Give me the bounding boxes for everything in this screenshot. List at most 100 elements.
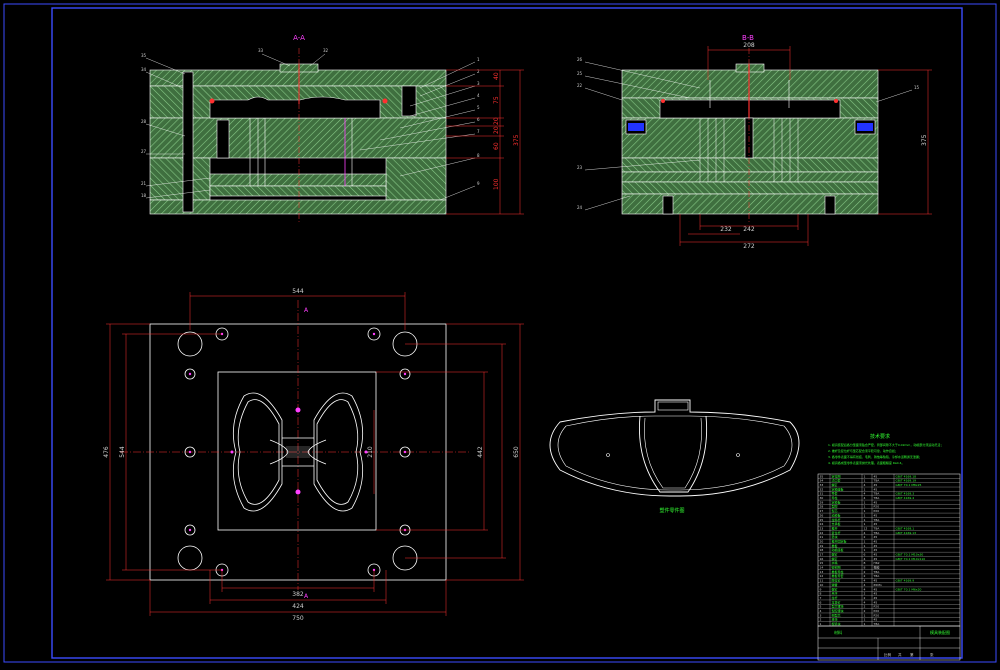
bom-cell: 垫块 xyxy=(832,534,838,539)
bom-cell: 45 xyxy=(874,548,878,552)
bom-cell: 6 xyxy=(864,553,866,557)
dim-bb-208: 208 xyxy=(743,42,755,49)
part-view: 塑件零件图 xyxy=(549,399,800,514)
bom-cell: 限位钉 xyxy=(832,578,841,583)
bom-cell: 8 xyxy=(864,566,866,570)
bom-cell: 23 xyxy=(820,526,824,530)
section-aa-title: A-A xyxy=(293,34,305,42)
bom-cell: 定位圈 xyxy=(832,473,841,478)
bom-cell: 螺钉 xyxy=(832,556,838,561)
part-outline xyxy=(549,399,800,497)
bom-cell: 25 xyxy=(820,518,824,522)
bom-cell: P20 xyxy=(874,613,880,617)
bom-cell: 2 xyxy=(864,609,866,613)
tech-req-line-2: 2. 推杆及复位杆与型芯配合须平稳可靠，动作自如； xyxy=(828,448,898,453)
svg-text:2: 2 xyxy=(477,69,480,74)
svg-text:21: 21 xyxy=(141,181,147,186)
title-block-scale: 比例 xyxy=(884,652,892,657)
bom-cell: 1 xyxy=(864,544,866,548)
bom-cell: 22 xyxy=(820,531,824,535)
title-block: 材料 模具装配图 比例 共 第 张 xyxy=(817,625,961,661)
bom-cell: 31 xyxy=(820,492,824,496)
bom-cell: GB/T 4169.13 xyxy=(896,531,917,535)
section-mark-bottom: A xyxy=(304,593,309,600)
bom-cell: 1 xyxy=(864,513,866,517)
bom-cell: 8 xyxy=(820,592,822,596)
title-block-sheet: 第 xyxy=(910,652,914,657)
svg-text:25: 25 xyxy=(577,71,583,76)
bom-cell: 2 xyxy=(864,574,866,578)
bom-cell: 1 xyxy=(864,613,866,617)
bom-cell: 型腔 xyxy=(832,504,838,509)
bom-cell: 45 xyxy=(874,587,878,591)
dim-plan-210: 210 xyxy=(367,446,374,458)
bom-cell: 1 xyxy=(864,474,866,478)
bom-cell: 推板 xyxy=(832,543,838,548)
bom-cell: 4 xyxy=(820,609,822,613)
bom-cell: T8A xyxy=(873,622,881,626)
svg-text:9: 9 xyxy=(477,181,480,186)
svg-text:32: 32 xyxy=(323,48,329,53)
bom-cell: 1 xyxy=(864,479,866,483)
bom-cell: 12 xyxy=(864,526,868,530)
svg-text:26: 26 xyxy=(577,57,583,62)
dim-plan-424: 424 xyxy=(292,603,304,610)
dim-plan-650: 650 xyxy=(513,446,520,458)
bom-cell: 1 xyxy=(864,539,866,543)
bom-cell: T8A xyxy=(873,574,881,578)
bom-cell: 1 xyxy=(864,522,866,526)
bom-cell: GB/T 4169.4 xyxy=(896,496,915,500)
svg-text:5: 5 xyxy=(477,105,480,110)
svg-text:24: 24 xyxy=(577,205,583,210)
svg-text:3: 3 xyxy=(477,81,480,86)
plan-view: 544 476 544 442 650 210 382 424 750 A A xyxy=(103,288,524,622)
bom-cell: 45 xyxy=(874,553,878,557)
bom-cell: 定模板 xyxy=(832,499,841,504)
dim-aa-100: 100 xyxy=(493,178,500,190)
bom-cell: 24 xyxy=(820,522,824,526)
bom-cell: 橡胶 xyxy=(874,565,880,570)
bom-cell: 6 xyxy=(820,600,822,604)
bom-cell: T8A xyxy=(873,531,881,535)
bom-cell: 18 xyxy=(820,548,824,552)
dim-plan-442: 442 xyxy=(477,446,484,458)
bom-cell: 4 xyxy=(864,583,866,587)
bom-cell: 4 xyxy=(864,579,866,583)
bom-cell: 12 xyxy=(820,574,824,578)
bom-cell: 45 xyxy=(874,483,878,487)
bom-cell: 30 xyxy=(820,496,824,500)
bom-cell: 垃圾钉 xyxy=(832,599,841,604)
bom-cell: P20 xyxy=(874,509,880,513)
svg-text:15: 15 xyxy=(914,85,920,90)
bom-cell: 2 xyxy=(864,570,866,574)
bom-cell: GB/T 70.1 M6x20 xyxy=(896,587,922,591)
bom-cell: 21 xyxy=(820,535,824,539)
bom-cell: 1 xyxy=(864,505,866,509)
dim-bb-375: 375 xyxy=(921,134,928,146)
bom-cell: 4 xyxy=(864,587,866,591)
dim-plan-476: 476 xyxy=(103,446,110,458)
svg-text:28: 28 xyxy=(141,119,147,124)
bom-cell: P20 xyxy=(874,609,880,613)
section-aa-view: A-A xyxy=(141,34,524,222)
bom-cell: GB/T 4169.3 xyxy=(896,492,915,496)
svg-text:8: 8 xyxy=(477,153,480,158)
dim-aa-60: 60 xyxy=(493,142,500,150)
bom-cell: 1 xyxy=(864,487,866,491)
bom-cell: 45 xyxy=(874,500,878,504)
plan-cavity-insert xyxy=(217,371,377,531)
bom-cell: 45 xyxy=(874,522,878,526)
bom-cell: 11 xyxy=(820,579,824,583)
bom-cell: 定模座板 xyxy=(832,486,844,491)
bom-cell: 32 xyxy=(820,487,824,491)
bom-cell: 29 xyxy=(820,500,824,504)
bom-cell: 27 xyxy=(820,509,824,513)
bom-cell: 支承板 xyxy=(832,521,841,526)
dim-bb-272: 272 xyxy=(743,243,755,250)
bom-cell: 8 xyxy=(864,561,866,565)
bom-cell: 动模座板 xyxy=(832,547,844,552)
bom-cell: T8A xyxy=(873,492,881,496)
bom-cell: 45 xyxy=(874,618,878,622)
